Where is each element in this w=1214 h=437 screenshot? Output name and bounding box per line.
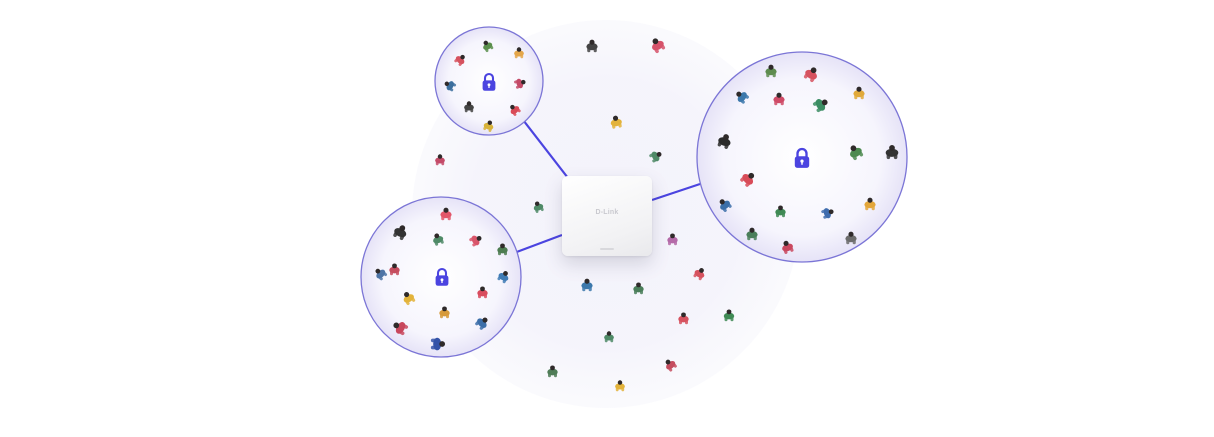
access-point-device: D-Link <box>562 176 652 256</box>
secure-cell-right <box>696 51 908 263</box>
device-logo: D-Link <box>595 209 619 216</box>
secure-cell-left <box>360 196 522 358</box>
link-line-right <box>651 182 701 202</box>
link-line-left <box>513 233 563 255</box>
link-line-top-left <box>519 115 569 179</box>
